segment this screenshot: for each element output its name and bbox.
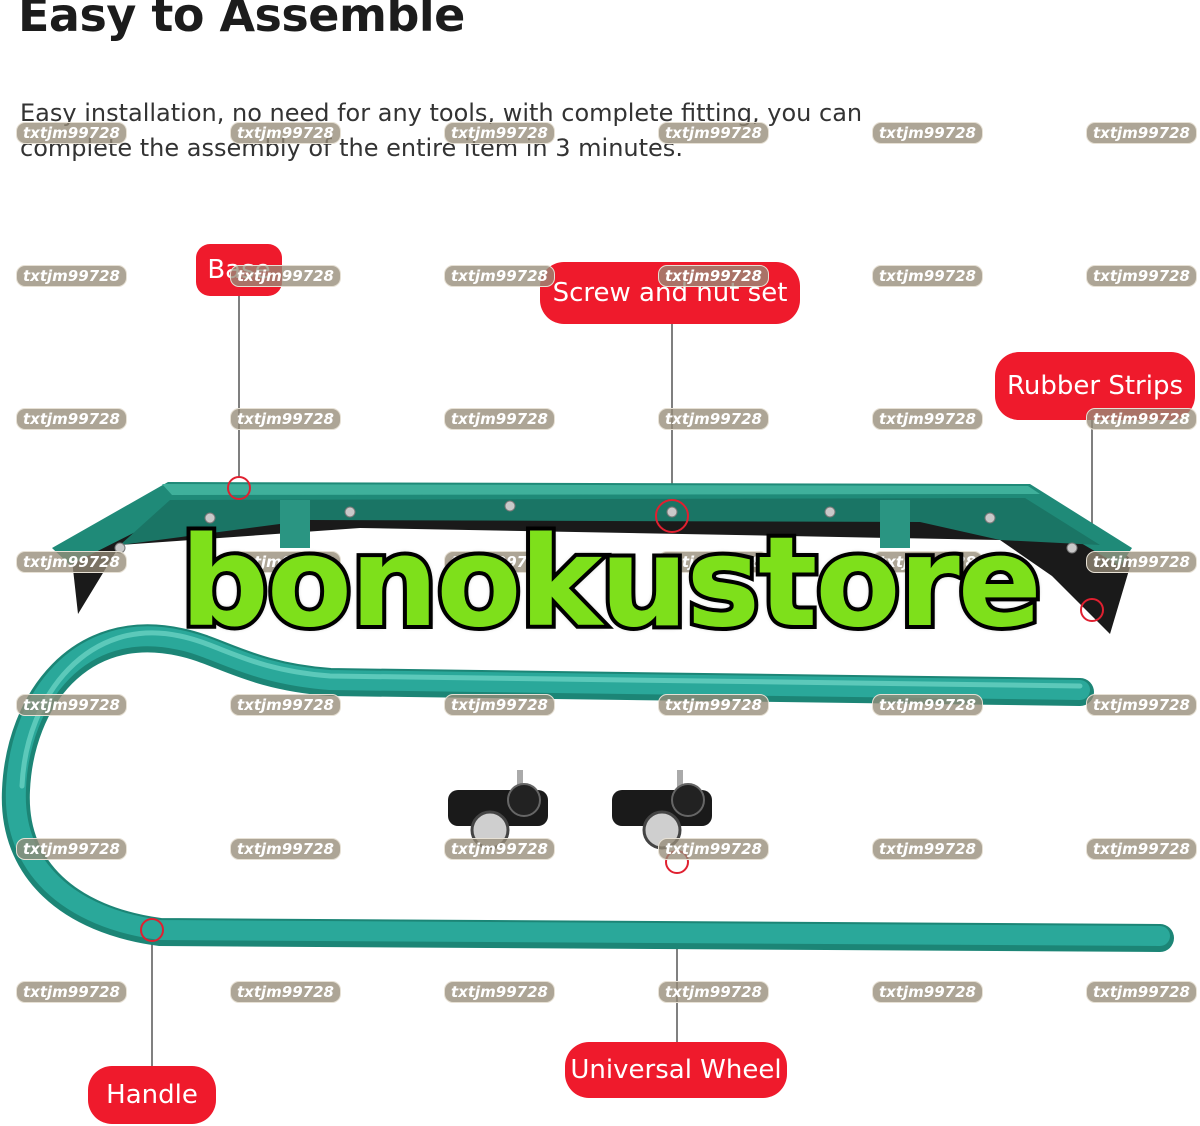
watermark-tag: txtjm99728 (1086, 122, 1197, 144)
watermark-tag: txtjm99728 (658, 694, 769, 716)
watermark-tag: txtjm99728 (1086, 694, 1197, 716)
watermark-tag: txtjm99728 (230, 694, 341, 716)
screw-callout-ring (655, 499, 689, 533)
watermark-tag: txtjm99728 (872, 551, 983, 573)
watermark-tag: txtjm99728 (444, 265, 555, 287)
handle-callout-ring (140, 918, 164, 942)
watermark-tag: txtjm99728 (230, 981, 341, 1003)
base-frame (52, 482, 1132, 634)
watermark-tag: txtjm99728 (1086, 265, 1197, 287)
watermark-tag: txtjm99728 (230, 122, 341, 144)
frame-bracket-left (280, 500, 310, 548)
watermark-tag: txtjm99728 (16, 122, 127, 144)
universal-wheel-right (612, 770, 712, 850)
frame-screws (114, 500, 1078, 554)
watermark-tag: txtjm99728 (658, 838, 769, 860)
page-title: Easy to Assemble (18, 0, 465, 42)
rubber-strip (72, 498, 1132, 634)
frame-bracket-right (880, 500, 910, 548)
watermark-tag: txtjm99728 (658, 265, 769, 287)
watermark-tag: txtjm99728 (444, 122, 555, 144)
rubber-callout-ring (1080, 598, 1104, 622)
watermark-tag: txtjm99728 (230, 551, 341, 573)
watermark-tag: txtjm99728 (1086, 408, 1197, 430)
watermark-tag: txtjm99728 (1086, 981, 1197, 1003)
watermark-tag: txtjm99728 (16, 981, 127, 1003)
watermark-tag: txtjm99728 (16, 551, 127, 573)
watermark-tag: txtjm99728 (16, 694, 127, 716)
watermark-tag: txtjm99728 (872, 981, 983, 1003)
page-subtitle: Easy installation, no need for any tools… (20, 99, 863, 162)
brand-overlay: bonokustore (176, 507, 1046, 659)
universal-wheel-left (448, 770, 548, 850)
frame-front-panel (120, 498, 1100, 545)
watermark-tag: txtjm99728 (872, 122, 983, 144)
watermark-tag: txtjm99728 (444, 838, 555, 860)
watermark-tag: txtjm99728 (1086, 838, 1197, 860)
watermark-tag: txtjm99728 (872, 694, 983, 716)
watermark-tag: txtjm99728 (658, 122, 769, 144)
base-callout-ring (227, 476, 251, 500)
label-handle: Handle (88, 1066, 216, 1124)
watermark-tag: txtjm99728 (16, 838, 127, 860)
watermark-tag: txtjm99728 (658, 551, 769, 573)
label-universal-wheel: Universal Wheel (565, 1042, 787, 1098)
watermark-tag: txtjm99728 (16, 265, 127, 287)
handle-tube (1, 624, 1174, 952)
watermark-tag: txtjm99728 (872, 838, 983, 860)
frame-top-edge (162, 484, 1040, 495)
watermark-tag: txtjm99728 (444, 981, 555, 1003)
watermark-tag: txtjm99728 (872, 408, 983, 430)
watermark-tag: txtjm99728 (444, 694, 555, 716)
watermark-tag: txtjm99728 (1086, 551, 1197, 573)
watermark-tag: txtjm99728 (444, 551, 555, 573)
watermark-tag: txtjm99728 (230, 265, 341, 287)
watermark-tag: txtjm99728 (230, 838, 341, 860)
watermark-tag: txtjm99728 (872, 265, 983, 287)
watermark-tag: txtjm99728 (230, 408, 341, 430)
watermark-tag: txtjm99728 (658, 981, 769, 1003)
watermark-tag: txtjm99728 (444, 408, 555, 430)
watermark-tag: txtjm99728 (16, 408, 127, 430)
watermark-tag: txtjm99728 (658, 408, 769, 430)
